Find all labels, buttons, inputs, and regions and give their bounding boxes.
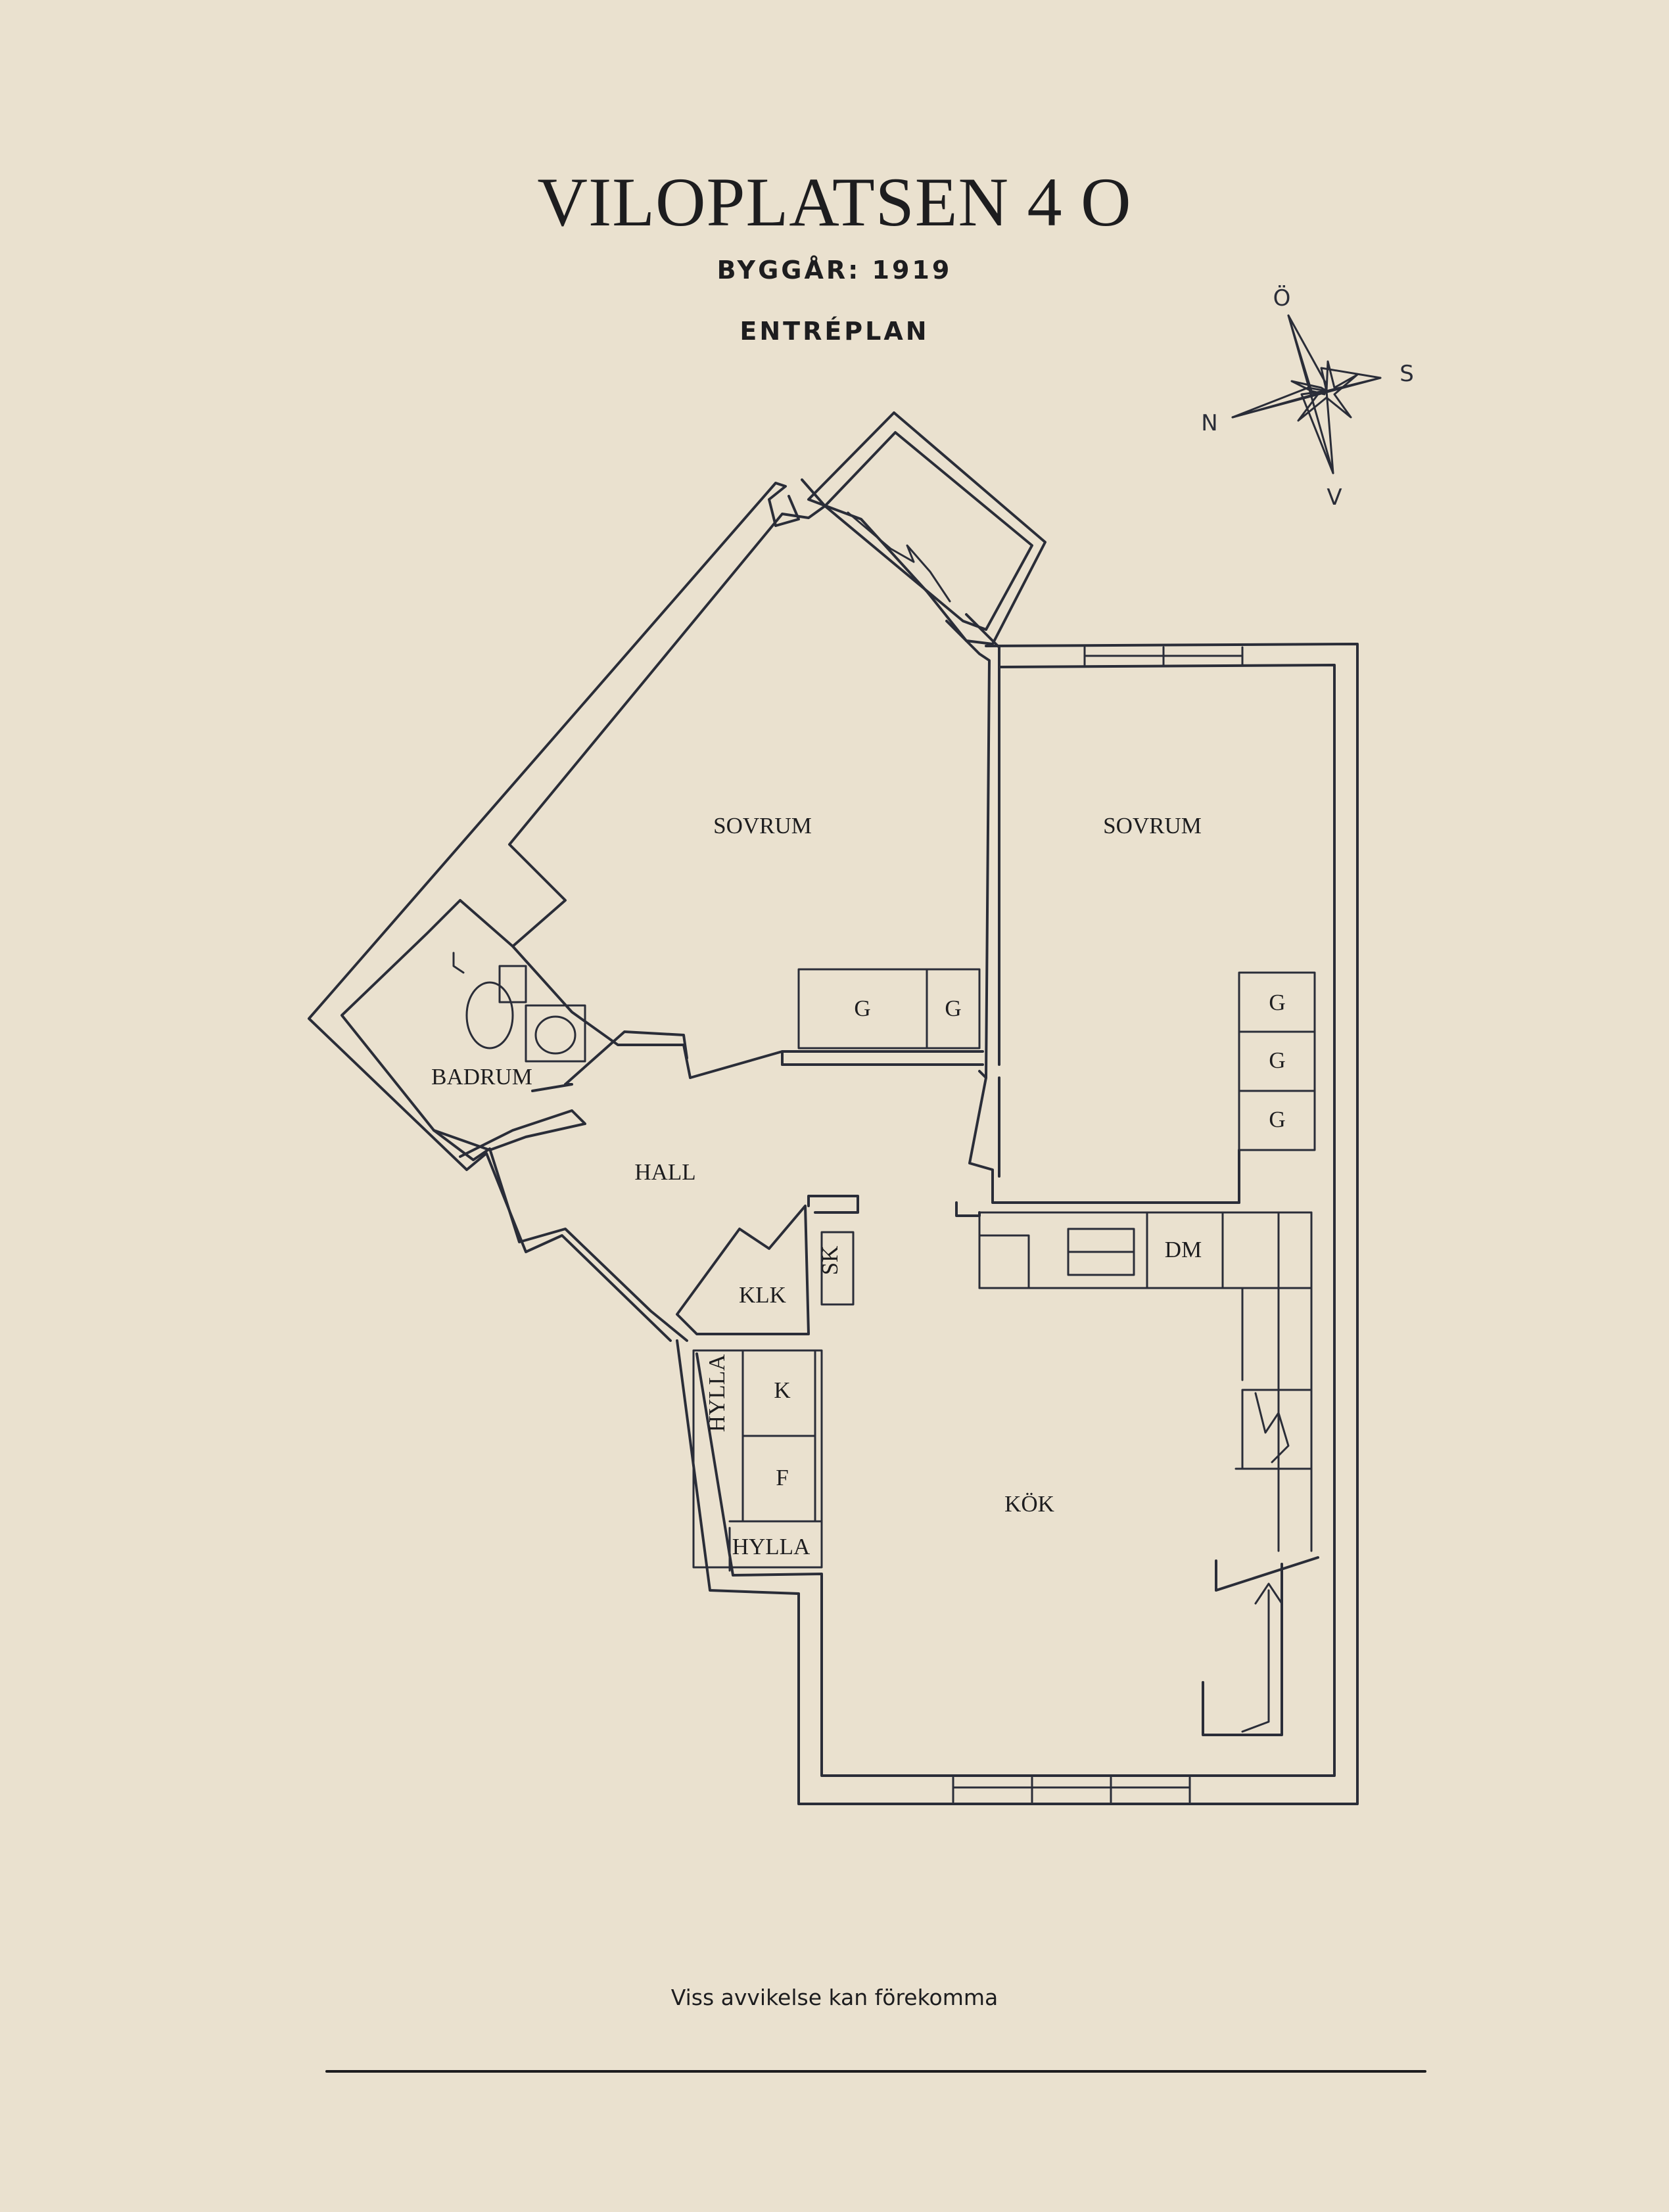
compass-west-label: N xyxy=(1201,410,1217,436)
build-year: BYGGÅR: 1919 xyxy=(717,256,952,285)
page-title: VILOPLATSEN 4 O xyxy=(537,164,1132,241)
room-label-sovrum-left: SOVRUM xyxy=(713,813,812,839)
wardrobe-label: G xyxy=(945,996,961,1021)
wardrobe-label: G xyxy=(854,996,870,1021)
compass-south-label: V xyxy=(1327,484,1342,511)
sink-icon xyxy=(525,1004,586,1063)
room-label-f: F xyxy=(776,1465,788,1490)
interior-walls xyxy=(433,945,1319,1736)
exterior-walls xyxy=(308,478,1359,1805)
wardrobe-label: G xyxy=(1269,990,1285,1015)
room-label-sk: SK xyxy=(817,1246,843,1276)
compass-east-label: S xyxy=(1399,361,1414,387)
room-label-hall: HALL xyxy=(634,1159,695,1185)
room-label-dm: DM xyxy=(1165,1237,1202,1262)
room-label-kok: KÖK xyxy=(1004,1491,1054,1517)
room-label-klk: KLK xyxy=(739,1282,786,1308)
wardrobe-label: G xyxy=(1269,1048,1285,1073)
floor-level: ENTRÉPLAN xyxy=(740,317,929,346)
toilet-icon xyxy=(465,981,514,1049)
balcony xyxy=(807,411,1046,645)
disclaimer-text: Viss avvikelse kan förekomma xyxy=(670,1985,999,2010)
compass-north-label: Ö xyxy=(1273,285,1291,311)
bathroom-fixtures xyxy=(452,952,586,1063)
room-label-sovrum-right: SOVRUM xyxy=(1103,813,1202,839)
room-label-hylla-horizontal: HYLLA xyxy=(732,1534,811,1559)
footer-divider xyxy=(325,2070,1426,2073)
room-label-hylla-vertical: HYLLA xyxy=(704,1354,730,1432)
room-labels: SOVRUM SOVRUM BADRUM HALL KLK SK KÖK DM … xyxy=(431,813,1285,1559)
wardrobe-label: G xyxy=(1269,1107,1285,1132)
room-label-badrum: BADRUM xyxy=(431,1064,532,1090)
room-label-k: K xyxy=(774,1377,790,1403)
compass-rose-icon: Ö S V N xyxy=(1201,285,1414,511)
